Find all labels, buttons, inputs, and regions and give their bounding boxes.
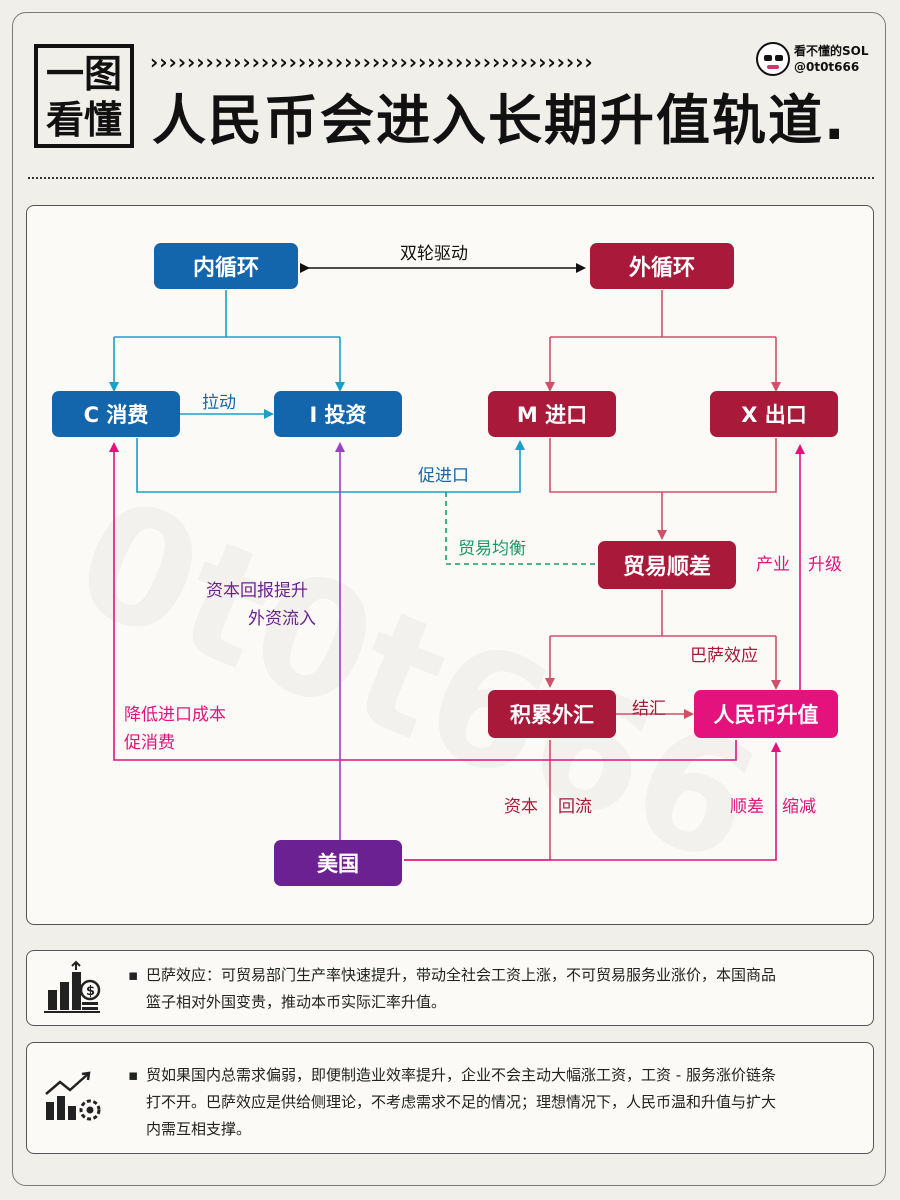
author-handle: @0t0t666 bbox=[794, 60, 860, 74]
arrow-surplus-shrink bbox=[404, 742, 781, 861]
node-usa: 美国 bbox=[274, 840, 402, 886]
tag-line-2: 看懂 bbox=[45, 98, 122, 142]
title-tag: 一图 看懂 bbox=[34, 44, 134, 148]
label-promote-consume: 促消费 bbox=[124, 733, 175, 753]
label-settle: 结汇 bbox=[632, 699, 666, 719]
note-2-text: 贸如果国内总需求偏弱，即便制造业效率提升，企业不会主动大幅涨工资，工资 - 服务… bbox=[146, 1062, 876, 1143]
label-foreign-inflow: 外资流入 bbox=[248, 609, 316, 629]
node-import: M 进口 bbox=[488, 391, 616, 437]
label-upgrade: 升级 bbox=[808, 555, 842, 575]
dotted-divider bbox=[28, 177, 874, 179]
label-capital: 资本 bbox=[504, 797, 538, 817]
note-1-line-2: 篮子相对外国变贵，推动本币实际汇率升值。 bbox=[146, 993, 447, 1011]
bar-chart-dollar-icon: $ bbox=[44, 960, 101, 1013]
label-pull: 拉动 bbox=[202, 393, 236, 413]
label-surplus: 顺差 bbox=[730, 797, 764, 817]
node-inner-circulation: 内循环 bbox=[154, 243, 298, 289]
author-avatar-icon bbox=[756, 42, 790, 76]
page-frame bbox=[12, 12, 886, 1186]
node-investment: I 投资 bbox=[274, 391, 402, 437]
node-outer-circulation: 外循环 bbox=[590, 243, 734, 289]
node-fx-reserve: 积累外汇 bbox=[488, 690, 616, 738]
note-1-text: 巴萨效应：可贸易部门生产率快速提升，带动全社会工资上涨，不可贸易服务业涨价，本国… bbox=[146, 962, 876, 1016]
note-2-line-3: 内需互相支撑。 bbox=[146, 1120, 252, 1138]
arrow-promote-import bbox=[136, 438, 525, 493]
note-2-line-1: 贸如果国内总需求偏弱，即便制造业效率提升，企业不会主动大幅涨工资，工资 - 服务… bbox=[146, 1066, 776, 1084]
label-dual-drive: 双轮驱动 bbox=[400, 244, 468, 264]
label-shrink: 缩减 bbox=[782, 797, 816, 817]
label-industry: 产业 bbox=[756, 555, 790, 575]
label-lower-import-cost: 降低进口成本 bbox=[124, 705, 226, 725]
arrow-lower-import-cost bbox=[109, 442, 737, 761]
svg-text:$: $ bbox=[86, 984, 95, 999]
arrow-trade-balance bbox=[445, 492, 598, 565]
note-2-line-2: 打不开。巴萨效应是供给侧理论，不考虑需求不足的情况；理想情况下，人民币温和升值与… bbox=[146, 1093, 777, 1111]
label-backflow: 回流 bbox=[558, 797, 592, 817]
tag-line-1: 一图 bbox=[45, 52, 122, 96]
note-card-2 bbox=[26, 1042, 874, 1154]
author-name: 看不懂的SOL bbox=[794, 44, 869, 58]
note-1-line-1: 巴萨效应：可贸易部门生产率快速提升，带动全社会工资上涨，不可贸易服务业涨价，本国… bbox=[146, 966, 777, 984]
note-2-bullet: ▪ bbox=[128, 1066, 139, 1084]
node-trade-surplus: 贸易顺差 bbox=[598, 541, 736, 589]
node-rmb-appreciation: 人民币升值 bbox=[694, 690, 838, 738]
label-trade-balance: 贸易均衡 bbox=[458, 539, 526, 559]
chevron-decoration: ››››››››››››››››››››››››››››››››››››››››… bbox=[150, 50, 594, 74]
node-consumption: C 消费 bbox=[52, 391, 180, 437]
label-balassa: 巴萨效应 bbox=[690, 646, 758, 666]
label-capital-return: 资本回报提升 bbox=[206, 581, 308, 601]
note-card-1 bbox=[26, 950, 874, 1026]
page-title: 人民币会进入长期升值轨道. bbox=[152, 89, 847, 152]
trend-gear-icon bbox=[45, 1071, 101, 1121]
label-promote-import: 促进口 bbox=[418, 466, 469, 486]
note-1-bullet: ▪ bbox=[128, 966, 139, 984]
node-export: X 出口 bbox=[710, 391, 838, 437]
